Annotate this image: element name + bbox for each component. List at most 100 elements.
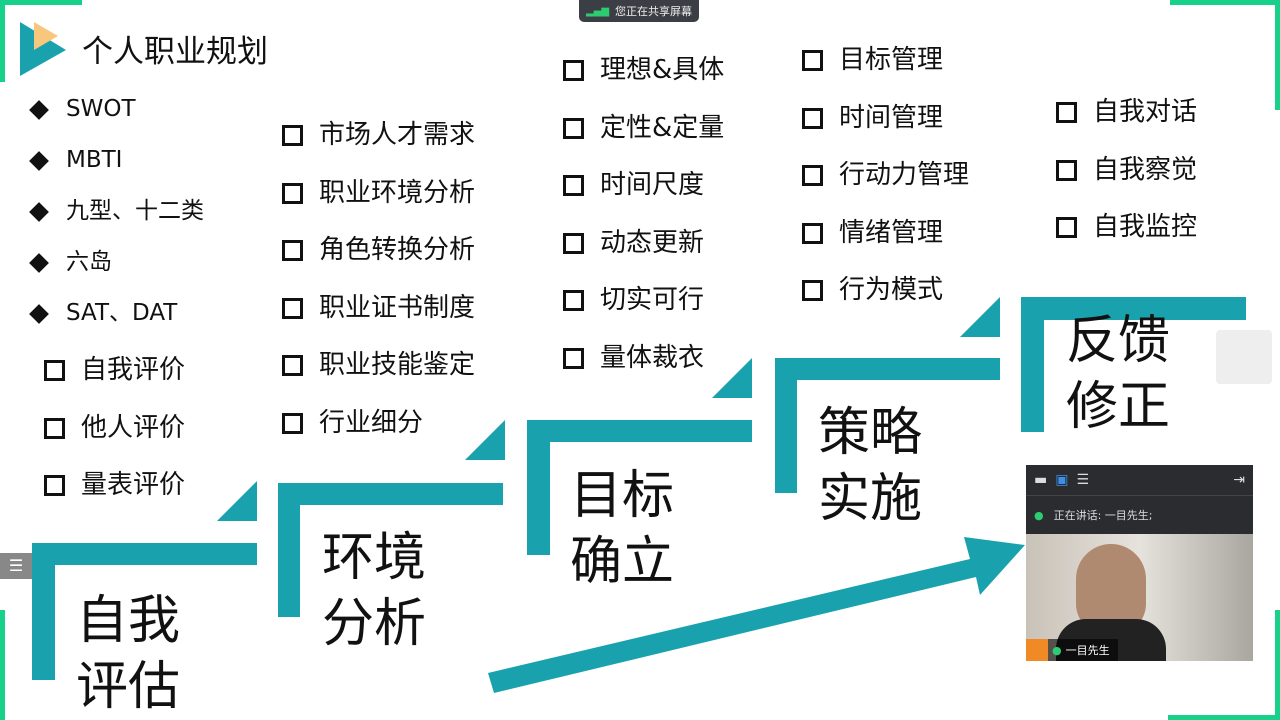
- checkbox-bullet-icon: [563, 290, 584, 312]
- list-item: 时间尺度: [600, 170, 705, 200]
- list-item: SAT、DAT: [66, 300, 178, 326]
- step-label: 策略实施: [818, 403, 923, 529]
- checkbox-bullet-icon: [282, 355, 303, 377]
- list-item: 六岛: [66, 249, 112, 275]
- list-item: 量表评价: [81, 470, 186, 500]
- list-item: 职业证书制度: [319, 292, 476, 323]
- step-label: 环境分析: [322, 528, 427, 654]
- step-bar: [1021, 297, 1044, 432]
- participant-name: 一目先生: [1065, 644, 1110, 657]
- list-item: 动态更新: [600, 227, 705, 258]
- checkbox-bullet-icon: [563, 175, 584, 197]
- list-item: 行业细分: [319, 407, 424, 438]
- step-triangle: [960, 297, 1000, 337]
- speaking-status: 正在讲话: 一目先生;: [1053, 509, 1153, 522]
- step-bar: [527, 420, 752, 442]
- signal-icon: ▂▄▆: [585, 5, 610, 17]
- checkbox-bullet-icon: [1056, 217, 1077, 239]
- step-triangle: [712, 358, 752, 398]
- checkbox-bullet-icon: [44, 360, 65, 382]
- checkbox-bullet-icon: [282, 297, 303, 319]
- minimize-icon[interactable]: ▬: [1034, 472, 1048, 488]
- list-item: 他人评价: [81, 412, 186, 443]
- list-item: 角色转换分析: [319, 235, 476, 265]
- step-bar: [278, 483, 300, 617]
- list-item: 量体裁衣: [600, 342, 705, 373]
- self-tools-list: SWOT MBTI 九型、十二类 六岛 SAT、DAT: [28, 84, 204, 339]
- video-feed[interactable]: ●一目先生: [1026, 534, 1253, 661]
- feedback-list: 自我对话 自我察觉 自我监控: [1056, 84, 1197, 257]
- step-label: 目标确立: [570, 466, 675, 592]
- collapse-icon[interactable]: ⇥: [1233, 472, 1245, 488]
- list-item: 市场人才需求: [319, 120, 476, 150]
- step-bar: [1021, 297, 1246, 320]
- checkbox-bullet-icon: [802, 280, 823, 302]
- frame-corner: [0, 0, 82, 5]
- checkbox-bullet-icon: [563, 117, 584, 139]
- list-icon[interactable]: ☰: [1076, 472, 1090, 488]
- checkbox-bullet-icon: [563, 60, 584, 82]
- video-panel: ▬▣☰⇥ ●正在讲话: 一目先生; ●一目先生: [1026, 465, 1253, 661]
- list-item: 理想&具体: [600, 55, 725, 85]
- environment-list: 市场人才需求 职业环境分析 角色转换分析 职业证书制度 职业技能鉴定 行业细分: [282, 107, 475, 452]
- checkbox-bullet-icon: [802, 165, 823, 187]
- checkbox-bullet-icon: [44, 475, 65, 497]
- mic-icon: ●: [1052, 643, 1062, 657]
- list-item: SWOT: [66, 96, 136, 122]
- diamond-bullet-icon: [29, 150, 49, 171]
- list-item: 自我对话: [1093, 97, 1198, 127]
- list-item: 自我监控: [1093, 212, 1198, 242]
- checkbox-bullet-icon: [563, 232, 584, 254]
- frame-corner: [1275, 0, 1280, 110]
- checkbox-bullet-icon: [802, 50, 823, 72]
- frame-corner: [0, 0, 5, 82]
- checkbox-bullet-icon: [282, 412, 303, 434]
- step-triangle: [465, 420, 505, 460]
- list-item: 九型、十二类: [66, 198, 204, 224]
- mic-icon: ●: [1034, 508, 1044, 522]
- goal-list: 理想&具体 定性&定量 时间尺度 动态更新 切实可行 量体裁衣: [563, 42, 724, 387]
- grid-panel-button[interactable]: [1216, 330, 1272, 384]
- progress-arrow-icon: [488, 537, 1025, 693]
- list-item: 行动力管理: [839, 160, 970, 190]
- step-label: 自我评估: [76, 591, 181, 717]
- logo-icon: [20, 22, 66, 76]
- window-icon[interactable]: ▣: [1055, 472, 1069, 488]
- step-bar: [32, 543, 55, 680]
- strategy-list: 目标管理 时间管理 行动力管理 情绪管理 行为模式: [802, 32, 969, 320]
- frame-corner: [1170, 0, 1280, 5]
- step-bar: [775, 358, 797, 493]
- list-item: 定性&定量: [600, 112, 725, 143]
- list-item: 自我察觉: [1093, 154, 1198, 185]
- checkbox-bullet-icon: [802, 107, 823, 129]
- frame-corner: [0, 610, 5, 720]
- step-label: 反馈修正: [1066, 311, 1171, 437]
- list-item: 自我评价: [81, 355, 186, 385]
- list-item: MBTI: [66, 147, 123, 173]
- diamond-bullet-icon: [29, 252, 49, 273]
- frame-corner: [1275, 610, 1280, 720]
- frame-corner: [1168, 715, 1280, 720]
- diamond-bullet-icon: [29, 99, 49, 120]
- screen-share-banner[interactable]: ▂▄▆ 您正在共享屏幕: [579, 0, 699, 22]
- self-eval-list: 自我评价 他人评价 量表评价: [44, 342, 185, 515]
- share-banner-text: 您正在共享屏幕: [615, 5, 693, 18]
- list-item: 切实可行: [600, 285, 705, 315]
- list-item: 目标管理: [839, 45, 944, 75]
- page-title: 个人职业规划: [82, 34, 268, 70]
- user-avatar-icon: [1026, 639, 1048, 661]
- checkbox-bullet-icon: [563, 347, 584, 369]
- checkbox-bullet-icon: [802, 222, 823, 244]
- list-item: 时间管理: [839, 102, 944, 133]
- step-bar: [527, 420, 550, 555]
- diamond-bullet-icon: [29, 303, 49, 324]
- checkbox-bullet-icon: [282, 125, 303, 147]
- list-item: 职业技能鉴定: [319, 350, 476, 380]
- step-bar: [32, 543, 257, 565]
- checkbox-bullet-icon: [44, 417, 65, 439]
- checkbox-bullet-icon: [1056, 102, 1077, 124]
- step-bar: [775, 358, 1000, 380]
- step-triangle: [217, 481, 257, 521]
- menu-list-icon[interactable]: ☰: [0, 553, 32, 579]
- diamond-bullet-icon: [29, 201, 49, 222]
